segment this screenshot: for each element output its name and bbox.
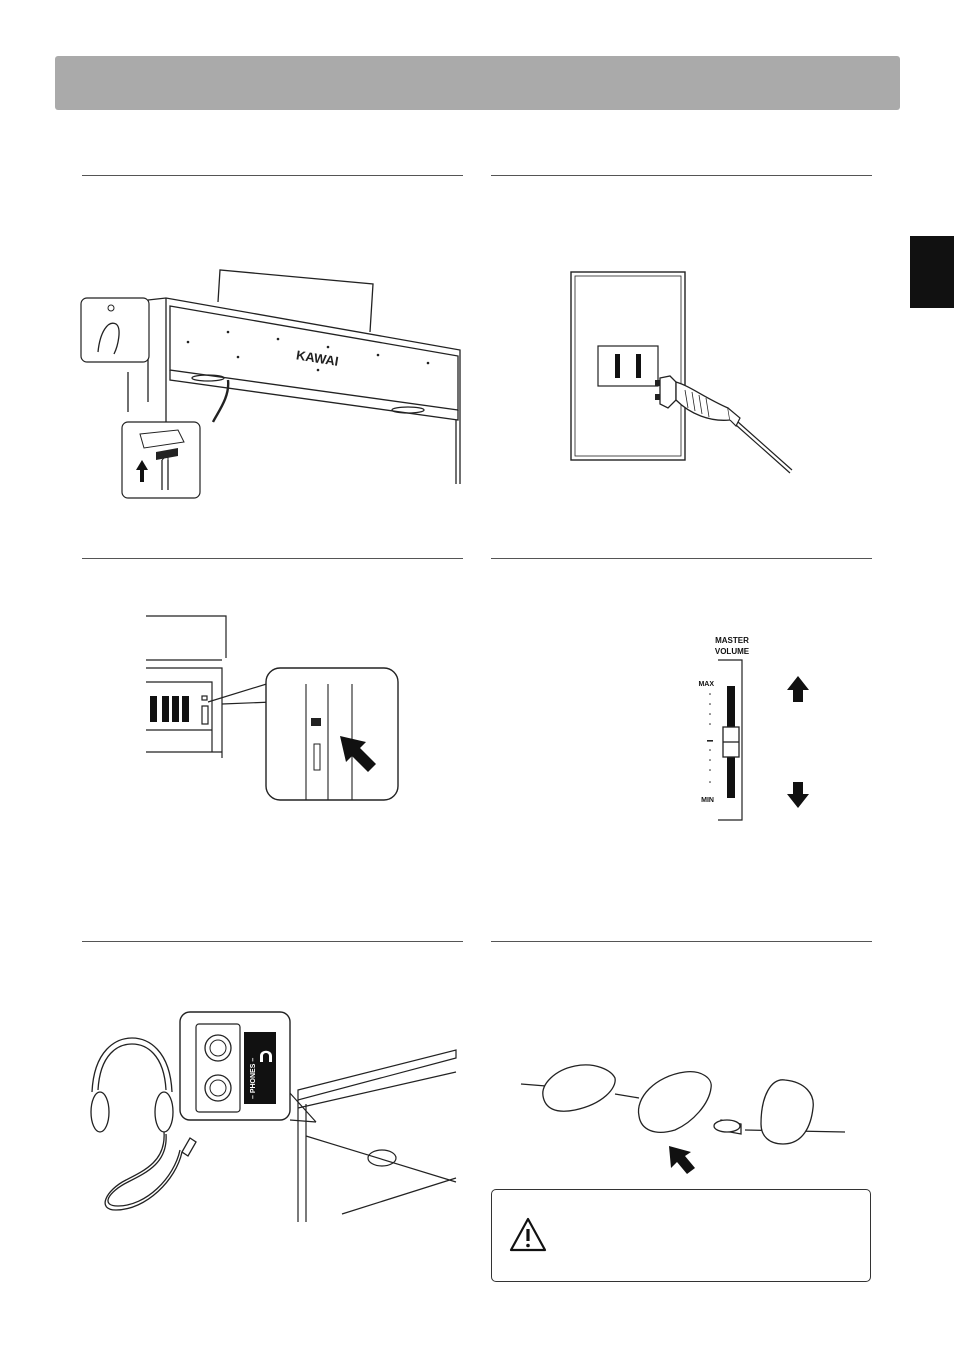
- section-rule-5: [82, 941, 463, 942]
- arrow-down-icon: [787, 782, 809, 808]
- chapter-header-bar: [55, 56, 900, 110]
- section-rule-2: [491, 175, 872, 176]
- pedal-adjuster-illustration: [520, 1064, 845, 1174]
- phones-label: – PHONES –: [250, 1058, 257, 1099]
- language-side-tab: [910, 236, 954, 308]
- arrow-up-icon: [787, 676, 809, 702]
- power-switch-illustration: [146, 615, 399, 801]
- arrow-push-icon: [669, 1146, 695, 1174]
- arrow-push-icon: [340, 736, 376, 772]
- power-outlet-illustration: [570, 271, 793, 474]
- warning-triangle-icon: [509, 1217, 547, 1252]
- section-rule-6: [491, 941, 872, 942]
- brand-logo: KAWAI: [295, 347, 339, 368]
- headphones-illustration: – PHONES –: [90, 1011, 457, 1222]
- headphone-icon: [90, 1037, 197, 1211]
- caution-box: [491, 1189, 871, 1282]
- section-rule-3: [82, 558, 463, 559]
- volume-min-label: MIN: [701, 797, 714, 804]
- volume-title-line2: VOLUME: [715, 647, 750, 656]
- volume-max-label: MAX: [698, 681, 714, 688]
- arrow-up-icon: [136, 460, 148, 482]
- volume-title-line1: MASTER: [715, 636, 749, 645]
- pedal-cable-illustration: KAWAI: [80, 269, 461, 499]
- section-rule-1: [82, 175, 463, 176]
- master-volume-illustration: MASTER VOLUME MAX MIN: [698, 636, 809, 821]
- section-rule-4: [491, 558, 872, 559]
